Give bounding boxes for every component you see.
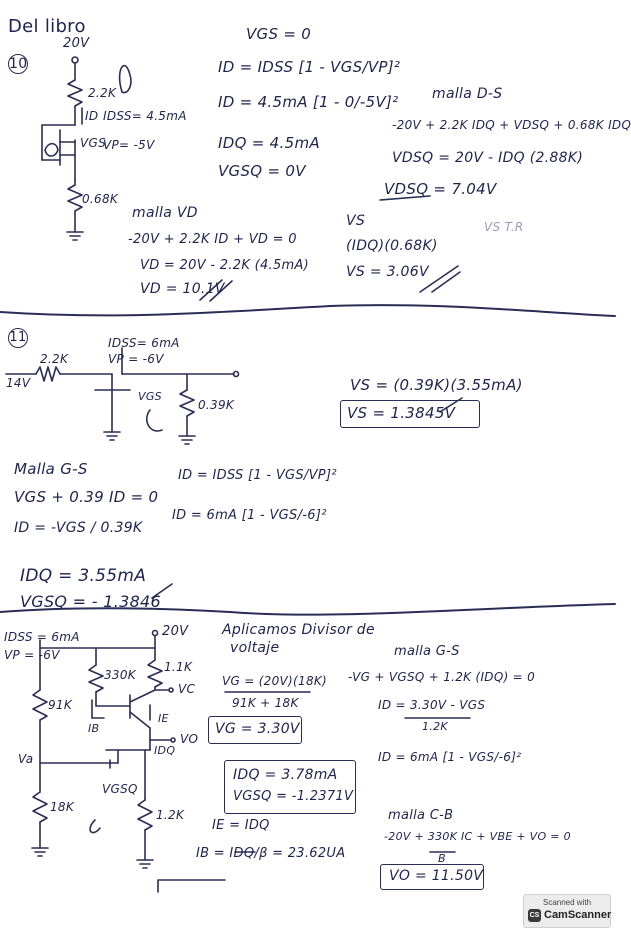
p12-ie-label: IE xyxy=(158,712,169,725)
p12-malla-gs-eq: -VG + VGSQ + 1.2K (IDQ) = 0 xyxy=(348,670,536,684)
p10-vd-val: VD = 10.1V xyxy=(140,281,225,297)
p12-ib-label: IB xyxy=(88,722,100,735)
p11-vs-result-box: VS = 1.3845V xyxy=(340,400,480,428)
p12-id-shockley: ID = 6mA [1 - VGS/-6]² xyxy=(378,750,522,764)
p12-vgsq-label: VGSQ xyxy=(102,782,138,796)
p12-r18-label: 18K xyxy=(50,800,75,814)
p11-vin-label: 14V xyxy=(6,376,31,390)
p12-supply-label: 20V xyxy=(162,624,189,639)
p11-vgsq: VGSQ = - 1.3846 xyxy=(20,592,162,611)
p12-idq-arrow-label: IDQ xyxy=(154,744,176,757)
p12-r1-2-label: 1.2K xyxy=(156,808,185,822)
p10-eq-sub: ID = 4.5mA [1 - 0/-5V]² xyxy=(218,93,399,111)
scanner-caption: Scanned with xyxy=(542,898,592,907)
p10-malla-vd-title: malla VD xyxy=(132,205,198,221)
p10-vdsq-eq: VDSQ = 20V - IDQ (2.88K) xyxy=(392,150,584,166)
p10-vdsq-val: VDSQ = 7.04V xyxy=(384,180,497,198)
p10-faint-note: VS T.R xyxy=(484,220,524,234)
p12-malla-cb-eq: -20V + 330K IC + VBE + VO = 0 xyxy=(384,830,571,843)
p12-malla-cb-title: malla C-B xyxy=(388,808,454,823)
p12-malla-cb-den: B xyxy=(438,852,446,865)
camscanner-badge: Scanned with CS CamScanner xyxy=(523,894,611,928)
circuit-12 xyxy=(31,629,176,869)
p10-rd-label: 2.2K xyxy=(88,86,117,100)
p11-malla-eq: VGS + 0.39 ID = 0 xyxy=(14,488,159,506)
p12-vo-result-box: VO = 11.50V xyxy=(380,864,484,890)
divider-2 xyxy=(0,603,616,616)
p10-vs-eq: (IDQ)(0.68K) xyxy=(346,238,438,254)
p12-vg-result-box: VG = 3.30V xyxy=(208,716,302,744)
p12-vg-eq-den: 91K + 18K xyxy=(232,696,299,710)
p10-eq-vgsq: VGSQ = 0V xyxy=(218,162,306,180)
problem-10-number: 10 xyxy=(8,54,28,74)
page-title: Del libro xyxy=(8,16,86,37)
p11-shockley: ID = IDSS [1 - VGS/VP]² xyxy=(178,468,337,483)
p10-vs-val: VS = 3.06V xyxy=(346,264,429,280)
dsq-underline xyxy=(379,195,431,201)
p10-malla-ds-title: malla D-S xyxy=(432,86,503,102)
p10-malla-ds-eq: -20V + 2.2K IDQ + VDSQ + 0.68K IDQ xyxy=(392,118,631,132)
p12-idq-val: IDQ = 3.78mA xyxy=(233,767,338,783)
p11-malla-title: Malla G-S xyxy=(14,460,88,478)
p12-r91-label: 91K xyxy=(48,698,73,712)
camscanner-logo-icon: CS xyxy=(528,909,541,922)
circuit-10 xyxy=(41,56,132,241)
p12-ie-eq: IE = IDQ xyxy=(212,818,270,833)
p12-vo-val: VO = 11.50V xyxy=(389,868,484,884)
p10-vs-label: VS xyxy=(346,213,366,229)
p11-shockley-sub: ID = 6mA [1 - VGS/-6]² xyxy=(172,508,327,523)
p10-idss-label: IDSS= 4.5mA xyxy=(103,109,187,123)
p11-rg-label: 2.2K xyxy=(40,352,69,366)
p12-vc-label: VC xyxy=(178,682,196,696)
p11-id-eq: ID = -VGS / 0.39K xyxy=(14,520,143,536)
p10-supply-label: 20V xyxy=(63,36,90,51)
p11-rs-label: 0.39K xyxy=(198,398,235,412)
p11-vp-label: VP = -6V xyxy=(108,352,164,366)
p10-rs-label: 0.68K xyxy=(82,192,119,206)
p11-vgs-label: VGS xyxy=(138,390,162,403)
p12-va-label: Va xyxy=(18,752,34,766)
p10-id-arrow-label: ID xyxy=(85,109,99,123)
problem-11-number: 11 xyxy=(8,328,28,348)
circuit-11 xyxy=(5,347,240,445)
p10-vgs-label: VGS xyxy=(80,136,107,150)
p10-vp-label: VP= -5V xyxy=(103,138,155,152)
p12-malla-gs-title: malla G-S xyxy=(394,644,460,659)
p12-vo-label: VO xyxy=(180,732,199,746)
p10-eq-shockley: ID = IDSS [1 - VGS/VP]² xyxy=(218,58,401,76)
p12-idq-result-box: IDQ = 3.78mA VGSQ = -1.2371V xyxy=(224,760,356,814)
handwritten-ink-layer xyxy=(0,56,616,893)
p12-r1-1-label: 1.1K xyxy=(164,660,193,674)
p12-vg-val: VG = 3.30V xyxy=(215,721,300,737)
p12-idss-label: IDSS = 6mA xyxy=(4,630,80,644)
p10-eq-vgs0: VGS = 0 xyxy=(246,25,312,43)
p12-r330-label: 330K xyxy=(104,668,136,682)
p12-ib-eq: IB = IDQ/β = 23.62UA xyxy=(196,846,346,861)
p11-idss-label: IDSS= 6mA xyxy=(108,336,180,350)
p11-idq: IDQ = 3.55mA xyxy=(20,566,147,586)
p12-vp-label: VP = -6V xyxy=(4,648,60,662)
p11-vs-eq: VS = (0.39K)(3.55mA) xyxy=(350,376,523,394)
p10-eq-idq: IDQ = 4.5mA xyxy=(218,134,320,152)
p10-vd-eq2: VD = 20V - 2.2K (4.5mA) xyxy=(140,258,310,273)
p12-divisor-title-2: voltaje xyxy=(230,640,280,656)
p12-id-eq: ID = 3.30V - VGS xyxy=(378,698,486,712)
p12-vgsq-val: VGSQ = -1.2371V xyxy=(233,789,354,804)
p12-divisor-title-1: Aplicamos Divisor de xyxy=(222,622,375,638)
p11-vs-val: VS = 1.3845V xyxy=(347,404,456,422)
p12-id-eq-den: 1.2K xyxy=(422,720,448,733)
p12-vg-eq-num: VG = (20V)(18K) xyxy=(222,674,328,688)
divider-1 xyxy=(0,304,616,317)
p10-vd-eq1: -20V + 2.2K ID + VD = 0 xyxy=(128,232,297,247)
scanner-brand: CamScanner xyxy=(544,909,612,921)
